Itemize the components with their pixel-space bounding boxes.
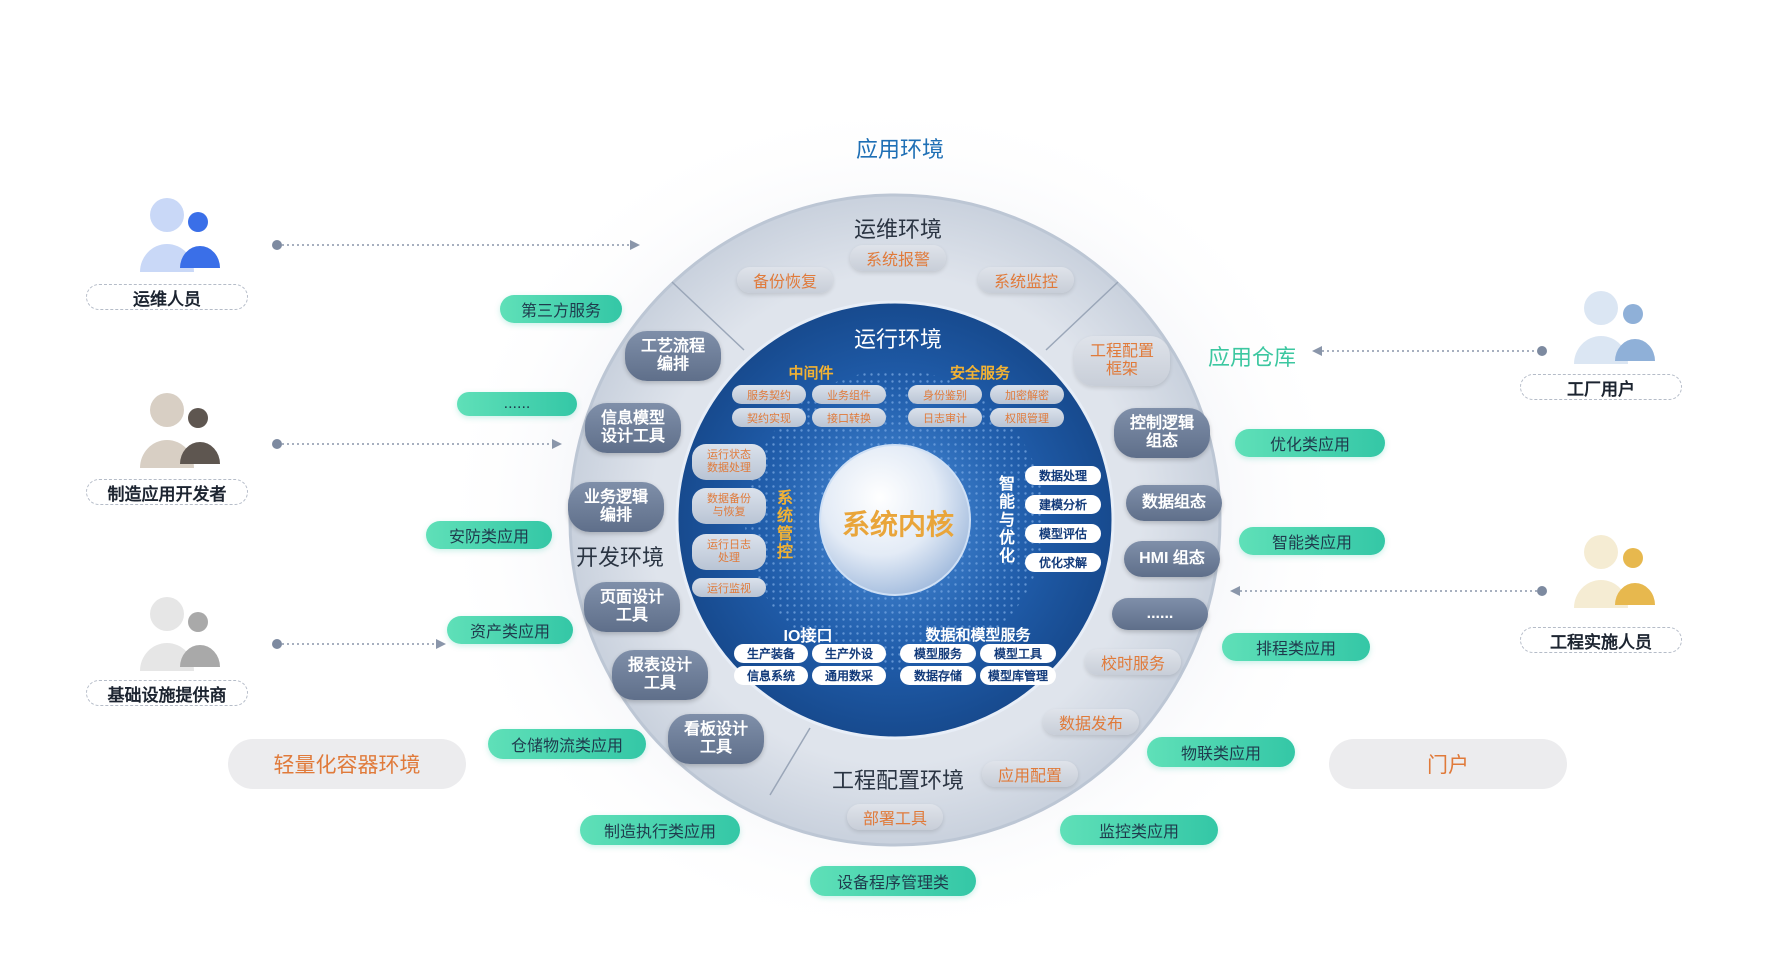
app-env-title: 应用环境: [855, 137, 945, 162]
dev-tool-process[interactable]: 工艺流程 编排: [625, 331, 721, 381]
ring-divider: [1045, 281, 1119, 351]
mw-item-contract[interactable]: 服务契约: [732, 385, 806, 404]
app-intelligent[interactable]: 智能类应用: [1239, 527, 1385, 555]
user-label-devs: 制造应用开发者: [86, 479, 248, 505]
kernel-title: 系统内核: [841, 509, 955, 540]
smart-title: 智 能 与 优 化: [998, 476, 1015, 565]
io-item-info[interactable]: 信息系统: [734, 666, 808, 685]
dev-tool-logic[interactable]: 业务逻辑 编排: [568, 482, 664, 532]
ops-env-title: 运维环境: [853, 217, 943, 242]
user-label-impl: 工程实施人员: [1520, 627, 1682, 653]
person-icon-ops: [140, 198, 220, 272]
connector-factory: [1312, 346, 1547, 356]
person-icon-impl: [1574, 535, 1655, 608]
eng-tool-framework[interactable]: 工程配置 框架: [1074, 336, 1170, 386]
app-monitoring[interactable]: 监控类应用: [1060, 815, 1218, 845]
user-label-ops: 运维人员: [86, 284, 248, 310]
dev-tool-report[interactable]: 报表设计 工具: [612, 650, 708, 700]
smart-item-process[interactable]: 数据处理: [1025, 466, 1101, 485]
security-title: 安全服务: [949, 365, 1011, 382]
datamodel-title: 数据和模型服务: [925, 627, 1031, 644]
sec-item-perm[interactable]: 权限管理: [990, 408, 1064, 427]
dm-item-library[interactable]: 模型库管理: [980, 666, 1056, 685]
connector-devs: [272, 439, 562, 449]
eng-tool-hmi[interactable]: HMI 组态: [1124, 541, 1220, 577]
sysmgmt-title: 系 统 管 控: [776, 490, 793, 561]
dev-tool-infomodel[interactable]: 信息模型 设计工具: [585, 403, 681, 453]
person-icon-infra: [140, 597, 220, 671]
ops-item-monitor[interactable]: 系统监控: [978, 267, 1074, 293]
eng-item-time[interactable]: 校时服务: [1085, 649, 1181, 675]
eng-env-title: 工程配置环境: [831, 768, 965, 793]
eng-item-deploy[interactable]: 部署工具: [847, 804, 943, 830]
smart-item-solve[interactable]: 优化求解: [1025, 553, 1101, 572]
dm-item-service[interactable]: 模型服务: [900, 644, 976, 663]
sys-item-log[interactable]: 运行日志 处理: [692, 534, 766, 570]
person-icon-factory: [1574, 291, 1655, 364]
dev-env-title: 开发环境: [575, 545, 665, 570]
sec-item-audit[interactable]: 日志审计: [908, 408, 982, 427]
eng-item-appconfig[interactable]: 应用配置: [982, 761, 1078, 787]
app-mes[interactable]: 制造执行类应用: [580, 815, 740, 845]
app-device-prog[interactable]: 设备程序管理类: [810, 866, 976, 896]
eng-item-publish[interactable]: 数据发布: [1043, 709, 1139, 735]
container-left[interactable]: 轻量化容器环境: [228, 739, 466, 789]
run-env-title: 运行环境: [853, 327, 943, 352]
eng-tool-control[interactable]: 控制逻辑 组态: [1114, 408, 1210, 458]
smart-item-model[interactable]: 建模分析: [1025, 495, 1101, 514]
sys-item-watch[interactable]: 运行监视: [692, 578, 766, 597]
mw-item-component[interactable]: 业务组件: [812, 385, 886, 404]
app-third-party[interactable]: 第三方服务: [500, 295, 622, 323]
mw-item-impl[interactable]: 契约实现: [732, 408, 806, 427]
app-more-left[interactable]: ......: [457, 392, 577, 416]
connector-infra: [272, 639, 446, 649]
io-item-periph[interactable]: 生产外设: [812, 644, 886, 663]
dm-item-storage[interactable]: 数据存储: [900, 666, 976, 685]
dev-tool-page[interactable]: 页面设计 工具: [584, 582, 680, 632]
dev-tool-dashboard[interactable]: 看板设计 工具: [668, 714, 764, 764]
app-store-title: 应用仓库: [1207, 345, 1297, 370]
connector-impl: [1230, 586, 1547, 596]
ops-item-backup[interactable]: 备份恢复: [737, 267, 833, 293]
smart-item-eval[interactable]: 模型评估: [1025, 524, 1101, 543]
mw-item-iface[interactable]: 接口转换: [812, 408, 886, 427]
kernel-sphere: [819, 444, 971, 596]
app-asset[interactable]: 资产类应用: [447, 616, 573, 644]
user-label-factory: 工厂用户: [1520, 374, 1682, 400]
ops-item-alarm[interactable]: 系统报警: [850, 245, 946, 271]
ring-divider: [671, 281, 745, 351]
sys-item-status[interactable]: 运行状态 数据处理: [692, 444, 766, 480]
io-item-equip[interactable]: 生产装备: [734, 644, 808, 663]
person-icon-devs: [140, 393, 220, 468]
eng-tool-data[interactable]: 数据组态: [1126, 485, 1222, 521]
sec-item-auth[interactable]: 身份鉴别: [908, 385, 982, 404]
dm-item-tool[interactable]: 模型工具: [980, 644, 1056, 663]
eng-tool-more[interactable]: ......: [1112, 598, 1208, 630]
io-title: IO接口: [783, 628, 833, 645]
io-item-daq[interactable]: 通用数采: [812, 666, 886, 685]
user-label-infra: 基础设施提供商: [86, 680, 248, 706]
app-warehouse[interactable]: 仓储物流类应用: [488, 729, 646, 759]
app-iot[interactable]: 物联类应用: [1147, 737, 1295, 767]
app-optimize[interactable]: 优化类应用: [1235, 429, 1385, 457]
sec-item-crypto[interactable]: 加密解密: [990, 385, 1064, 404]
ring-divider: [769, 727, 811, 796]
middleware-title: 中间件: [788, 365, 834, 382]
app-security[interactable]: 安防类应用: [426, 521, 552, 549]
container-portal[interactable]: 门户: [1329, 739, 1567, 789]
app-schedule[interactable]: 排程类应用: [1222, 633, 1370, 661]
sys-item-backup[interactable]: 数据备份 与恢复: [692, 488, 766, 524]
connector-ops: [272, 240, 640, 250]
